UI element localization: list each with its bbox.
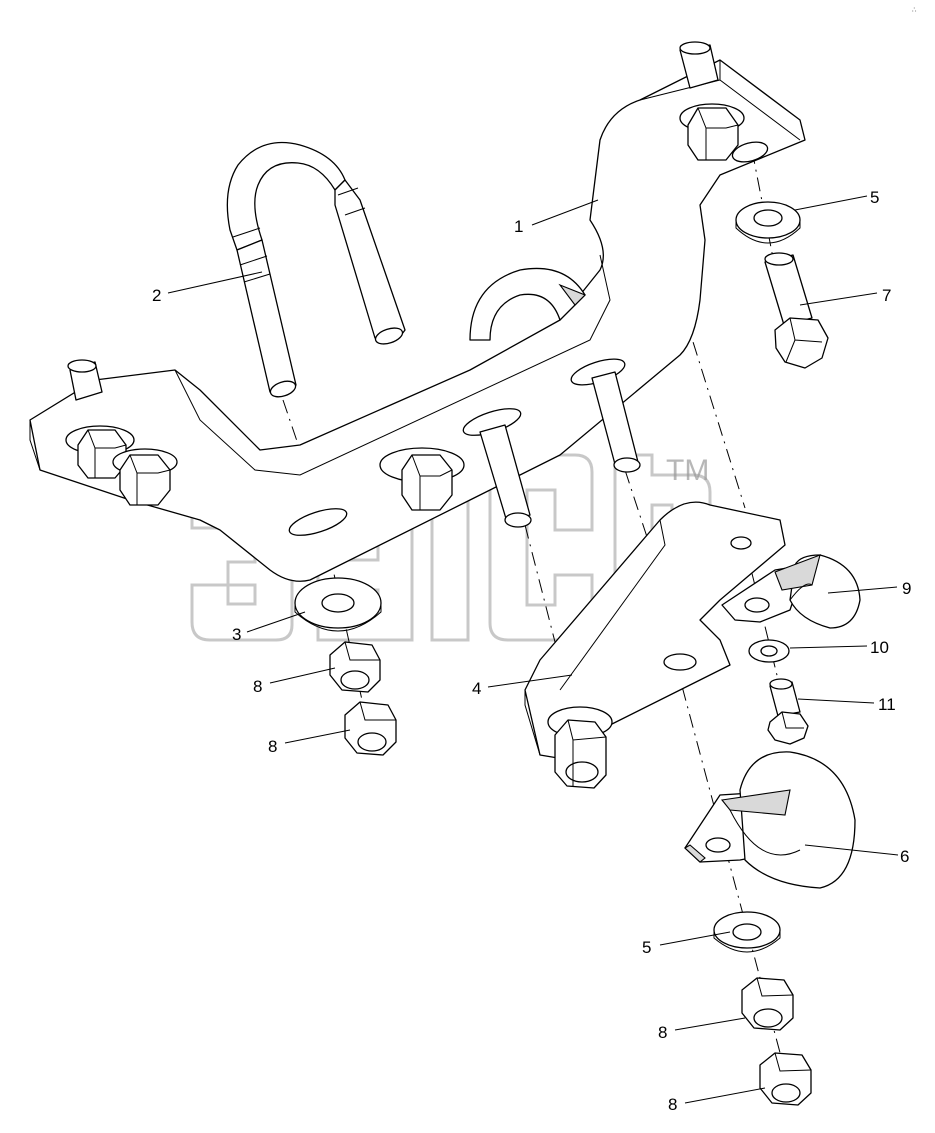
rubber-mount <box>469 267 586 341</box>
hex-bolt-left-2 <box>112 448 178 506</box>
small-clamp <box>721 554 861 629</box>
callout-7: 7 <box>882 286 891 305</box>
nut-bottom-1 <box>741 977 794 1031</box>
small-bolt <box>767 678 809 745</box>
callout-8-b: 8 <box>268 737 277 756</box>
nut-bottom-2 <box>759 1052 812 1106</box>
callout-11: 11 <box>878 695 896 714</box>
callout-8-c: 8 <box>658 1023 667 1042</box>
callout-2: 2 <box>152 286 161 305</box>
washer-bottom <box>713 911 781 953</box>
small-washer <box>748 639 790 663</box>
hex-bolt-middle <box>379 447 465 511</box>
callout-8-d: 8 <box>668 1095 677 1114</box>
callout-9: 9 <box>902 579 911 598</box>
u-bolt <box>226 141 406 398</box>
washer-top <box>735 201 801 244</box>
hex-bolt-top <box>679 103 745 161</box>
washer-left <box>294 577 382 632</box>
callout-1: 1 <box>514 217 523 236</box>
callout-5-bottom: 5 <box>642 938 651 957</box>
nut-left-2 <box>344 701 397 756</box>
bolt-top-right <box>764 252 829 369</box>
callout-labels: 1 2 3 4 5 5 6 7 8 8 8 8 9 10 11 <box>152 188 911 1114</box>
support-plate <box>524 501 786 789</box>
corner-mark: ∴ <box>912 7 917 14</box>
callout-10: 10 <box>870 638 889 657</box>
callout-8-a: 8 <box>253 677 262 696</box>
callout-leaders <box>167 195 899 1104</box>
callout-5-top: 5 <box>870 188 879 207</box>
trademark-mark: TM <box>666 454 709 487</box>
callout-4: 4 <box>472 679 481 698</box>
callout-6: 6 <box>900 847 909 866</box>
callout-3: 3 <box>232 625 241 644</box>
bracket-hex-bolts <box>65 103 745 511</box>
nut-left-1 <box>329 641 381 693</box>
mounting-bracket <box>29 41 806 582</box>
large-clamp <box>684 751 856 889</box>
